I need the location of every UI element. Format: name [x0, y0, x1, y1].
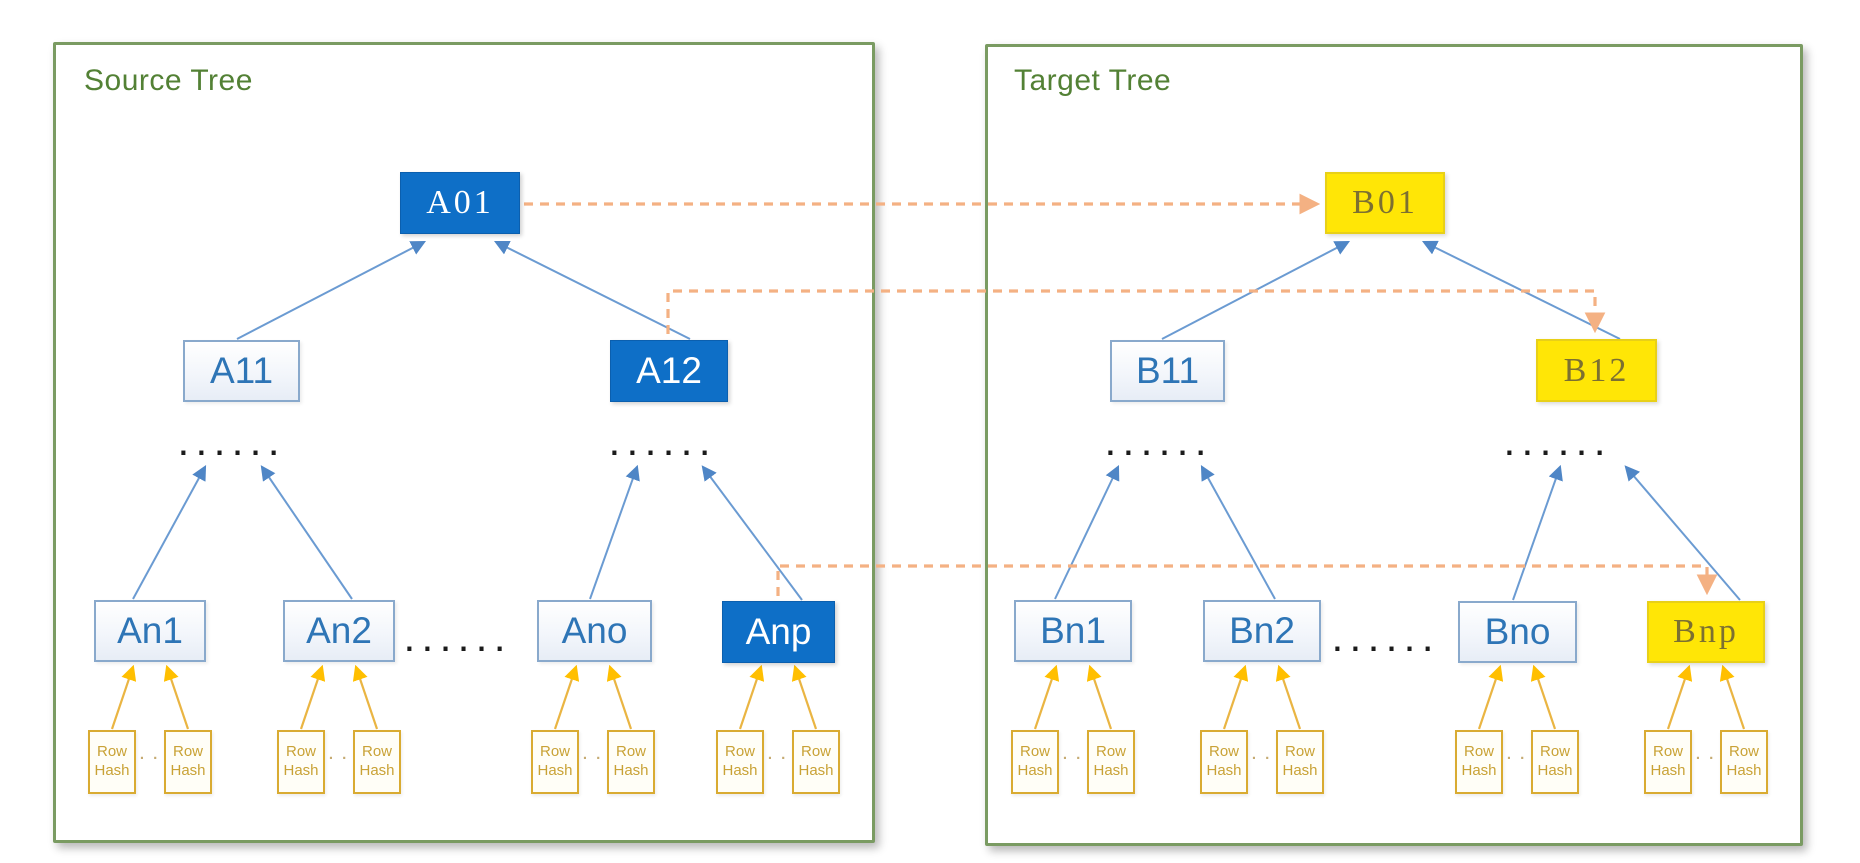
rowhash-box: Row Hash — [1276, 730, 1324, 794]
rowhash-edges — [110, 664, 1746, 730]
rh-edge — [553, 664, 580, 730]
rh-edge — [1719, 664, 1746, 730]
rh-edge — [1033, 664, 1060, 730]
rowhash-box: Row Hash — [607, 730, 655, 794]
rowhash-pair-dots: · · — [139, 750, 161, 767]
edge-bno-up — [1512, 464, 1563, 601]
ellipsis-under-a11: ...... — [175, 432, 285, 461]
rowhash-pair-dots: · · — [1695, 750, 1717, 767]
node-bnp: Bnp — [1647, 601, 1765, 663]
rowhash-box: Row Hash — [716, 730, 764, 794]
rowhash-box: Row Hash — [1644, 730, 1692, 794]
rowhash-pair-dots: · · — [767, 750, 789, 767]
rowhash-box: Row Hash — [277, 730, 325, 794]
rowhash-pair-dots: · · — [1062, 750, 1084, 767]
rh-edge — [1666, 664, 1693, 730]
edge-a11-a01 — [236, 240, 426, 340]
rh-edge — [606, 664, 633, 730]
node-b11: B11 — [1110, 340, 1225, 402]
rowhash-box: Row Hash — [1531, 730, 1579, 794]
rh-edge — [352, 664, 379, 730]
edge-an2-up — [260, 465, 353, 600]
rh-edge — [1222, 664, 1249, 730]
rowhash-box: Row Hash — [792, 730, 840, 794]
rh-edge — [738, 664, 765, 730]
rh-edge — [1530, 664, 1557, 730]
rowhash-pair-dots: · · — [1506, 750, 1528, 767]
node-a01: A01 — [400, 172, 520, 234]
rh-edge — [1275, 664, 1302, 730]
node-an2: An2 — [283, 600, 395, 662]
edge-ano-up — [589, 464, 640, 600]
rowhash-box: Row Hash — [353, 730, 401, 794]
target-blue-edges — [1054, 240, 1741, 601]
node-bno: Bno — [1458, 601, 1577, 663]
node-b01: B01 — [1325, 172, 1445, 234]
ellipsis-leafrow-source: ...... — [401, 628, 511, 657]
target-tree-title: Target Tree — [1014, 64, 1172, 97]
diff-links — [524, 193, 1718, 596]
node-anp: Anp — [722, 601, 835, 663]
rowhash-box: Row Hash — [1720, 730, 1768, 794]
node-an1: An1 — [94, 600, 206, 662]
rh-edge — [1086, 664, 1113, 730]
rowhash-pair-dots: · · — [1251, 750, 1273, 767]
rowhash-pair-dots: · · — [582, 750, 604, 767]
node-bn2: Bn2 — [1203, 600, 1321, 662]
rowhash-box: Row Hash — [164, 730, 212, 794]
edge-bnp-up — [1624, 465, 1741, 601]
rh-edge — [299, 664, 326, 730]
rowhash-box: Row Hash — [1011, 730, 1059, 794]
node-b12: B12 — [1536, 339, 1657, 402]
node-ano: Ano — [537, 600, 652, 662]
rh-edge — [791, 664, 818, 730]
node-a12: A12 — [610, 340, 728, 402]
edge-a12-a01 — [493, 240, 691, 340]
rowhash-pair-dots: · · — [328, 750, 350, 767]
ellipsis-under-b11: ...... — [1102, 432, 1212, 461]
rowhash-box: Row Hash — [531, 730, 579, 794]
rowhash-box: Row Hash — [1455, 730, 1503, 794]
rh-edge — [1477, 664, 1504, 730]
source-blue-edges — [132, 240, 803, 601]
rowhash-box: Row Hash — [1200, 730, 1248, 794]
edge-anp-up — [701, 465, 803, 601]
edge-bn1-up — [1054, 464, 1120, 600]
rowhash-box: Row Hash — [88, 730, 136, 794]
node-a11: A11 — [183, 340, 300, 402]
ellipsis-leafrow-target: ...... — [1329, 628, 1439, 657]
node-bn1: Bn1 — [1014, 600, 1132, 662]
diff-anp-bnp — [776, 564, 1718, 596]
diff-a12-b12 — [666, 289, 1606, 334]
source-tree-title: Source Tree — [84, 64, 253, 97]
rowhash-box: Row Hash — [1087, 730, 1135, 794]
rh-edge — [163, 664, 190, 730]
ellipsis-under-a12: ...... — [606, 432, 716, 461]
rh-edge — [110, 664, 137, 730]
edge-bn2-up — [1200, 465, 1276, 600]
edge-an1-up — [132, 465, 207, 600]
ellipsis-under-b12: ...... — [1501, 432, 1611, 461]
